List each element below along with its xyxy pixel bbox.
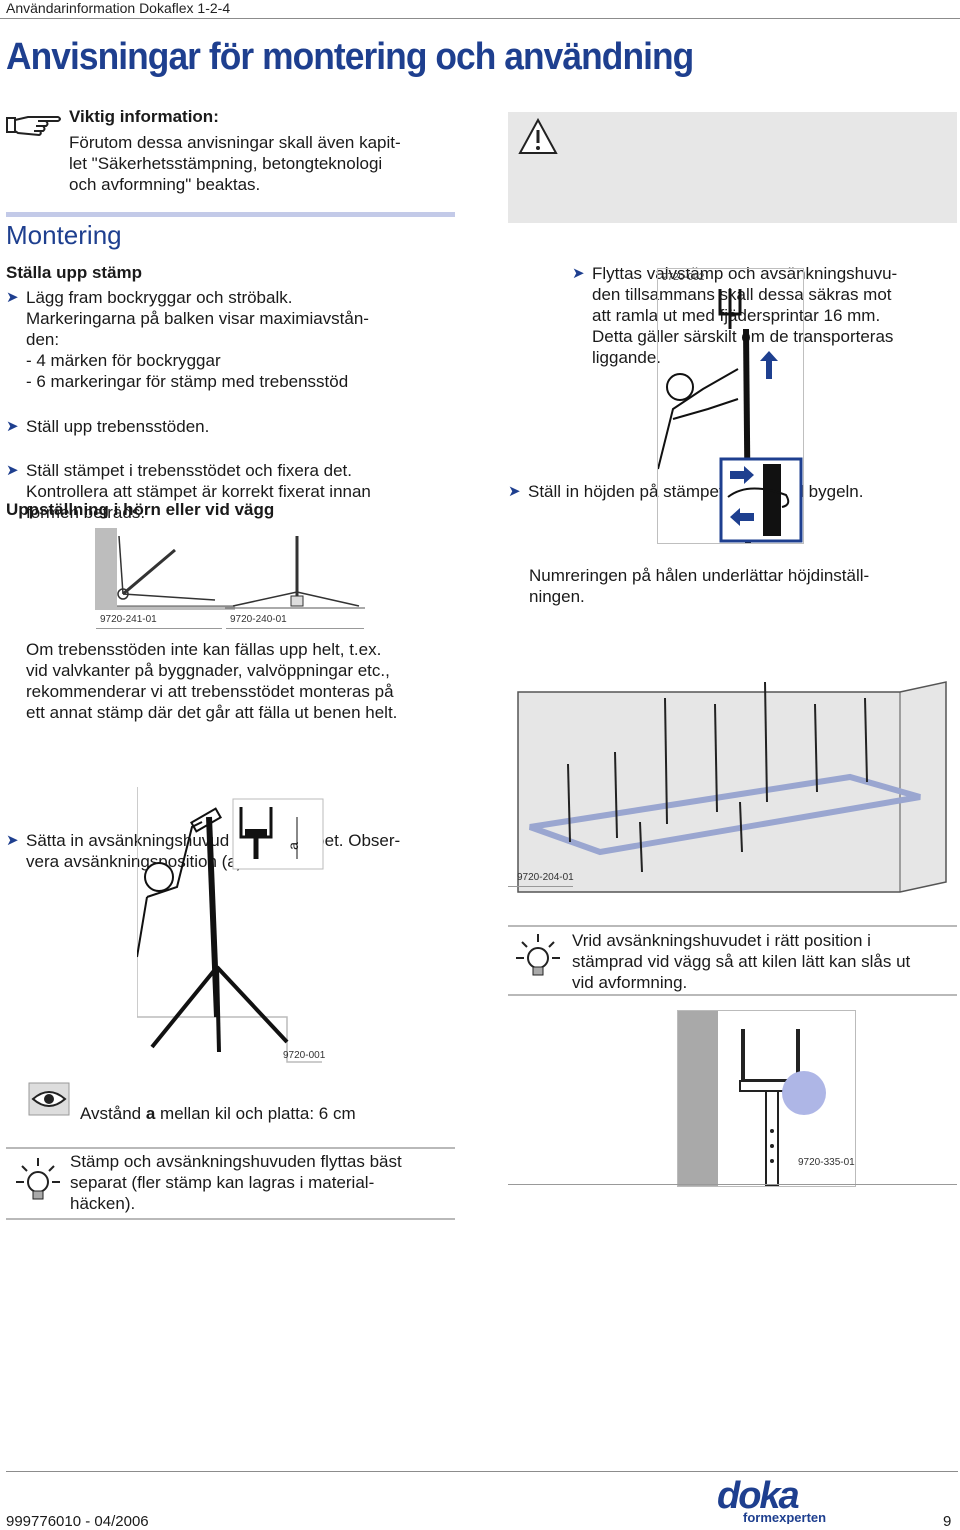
eye-note-prefix: Avstånd (80, 1104, 146, 1123)
section-bar (6, 212, 455, 217)
lightbulb-icon-2 (512, 932, 564, 989)
tip2-top-rule (508, 925, 957, 927)
lightbulb-icon (12, 1156, 64, 1213)
stalla-heading: Ställa upp stämp (6, 263, 143, 282)
dim-label-a: a (284, 842, 301, 850)
logo-tagline: formexperten (743, 1510, 826, 1524)
fig-code-204: 9720-204-01 (517, 872, 574, 883)
fig-code-002: 9720-002 (662, 272, 705, 283)
eye-note-suffix: mellan kil och platta: 6 cm (155, 1104, 356, 1123)
doc-number: 999776010 - 04/2006 (6, 1513, 149, 1530)
tip1-bottom-rule (6, 1218, 455, 1220)
important-heading: Viktig information: (69, 107, 219, 126)
fig-code-001: 9720-001 (283, 1050, 326, 1061)
fig-underline-204 (508, 886, 573, 887)
fig-code-241: 9720-241-01 (100, 614, 157, 625)
tip1-top-rule (6, 1147, 455, 1149)
page-title: Anvisningar för montering och användning (6, 36, 694, 78)
eye-icon (28, 1082, 70, 1121)
tripod-corner-figure (95, 528, 235, 633)
montering-heading: Montering (6, 220, 122, 250)
tip1-text: Stämp och avsänkningshuvuden flyttas bäs… (70, 1152, 402, 1213)
step-stall-upp: Ställ upp trebensstöden. (6, 416, 960, 437)
step-lagg-note: Markeringarna på balken visar maximiavst… (26, 309, 369, 391)
step-stall-stampet: Ställ stämpet i trebensstödet och fixera… (6, 460, 960, 523)
corner-note: Om trebensstöden inte kan fällas upp hel… (26, 640, 398, 722)
wall-head-figure (677, 1010, 856, 1187)
eye-note-bold: a (145, 1104, 156, 1123)
pointing-hand-icon (6, 108, 64, 143)
fig-underline-240 (226, 628, 364, 629)
page-number: 9 (943, 1513, 952, 1530)
worker-figure (136, 787, 327, 1072)
tip2-bottom-rule (508, 994, 957, 996)
fig-underline-241 (96, 628, 222, 629)
running-header: Användarinformation Dokaflex 1-2-4 (6, 0, 231, 16)
logo-wordmark: doka (717, 1476, 800, 1517)
adjust-height-figure (657, 268, 804, 544)
warning-triangle-icon (518, 117, 558, 161)
footer-rule (6, 1471, 958, 1472)
step-lagg: Lägg fram bockryggar och ströbalk. (6, 287, 960, 308)
header-rule (0, 18, 960, 19)
fig-underline-335 (508, 1184, 957, 1185)
eye-note: Avstånd a mellan kil och platta: 6 cm (80, 1082, 356, 1124)
tripod-wall-figure (225, 534, 365, 619)
props-room-figure (510, 652, 950, 903)
numbering-note: Numreringen på hålen underlättar höjdins… (529, 566, 870, 606)
warning-box (508, 112, 957, 223)
doka-logo: doka formexperten (715, 1475, 855, 1529)
fig-code-335: 9720-335-01 (798, 1157, 855, 1168)
tip2-text: Vrid avsänkningshuvudet i rätt position … (572, 931, 911, 992)
fig-code-240: 9720-240-01 (230, 614, 287, 625)
corner-heading: Uppställning i hörn eller vid vägg (6, 500, 275, 519)
important-body: Förutom dessa anvisningar skall även kap… (69, 133, 401, 194)
warning-text: Flyttas valvstämp och avsänkningshuvu- d… (572, 263, 960, 368)
